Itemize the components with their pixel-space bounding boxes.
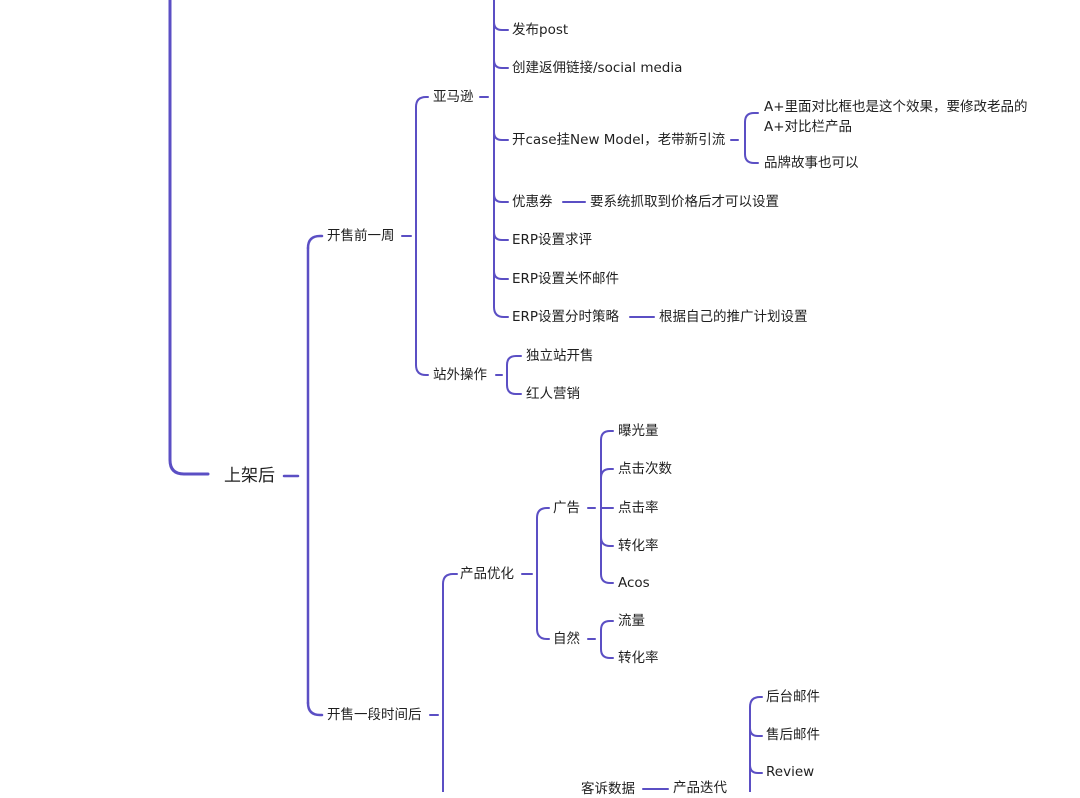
node-post-launch: 开售一段时间后 xyxy=(326,707,423,724)
productopt-children-branch-1 xyxy=(536,628,550,640)
amazon-branch-5 xyxy=(493,270,509,280)
node-aftersale-mail: 售后邮件 xyxy=(765,727,821,744)
node-influencer: 红人营销 xyxy=(525,386,581,403)
node-new-model: 开case挂New Model，老带新引流 xyxy=(511,132,727,149)
organic-children-branch-0 xyxy=(600,620,614,631)
node-clicks: 点击次数 xyxy=(617,461,673,478)
iteration-branch-0 xyxy=(749,696,763,792)
node-ads-cvr: 转化率 xyxy=(617,538,660,555)
amazon-branch-0 xyxy=(493,21,509,31)
prelaunch-children-branch-0 xyxy=(415,96,429,108)
iteration-branch-2 xyxy=(749,764,763,774)
node-affiliate-link: 创建返佣链接/social media xyxy=(511,60,684,77)
node-erp-care-mail: ERP设置关怀邮件 xyxy=(511,271,621,288)
amazon-branch-4 xyxy=(493,231,509,241)
node-publish-post: 发布post xyxy=(511,22,570,39)
node-aplus-compare-note: A+里面对比框也是这个效果，要修改老品的 A+对比栏产品 xyxy=(763,97,1035,137)
node-impressions: 曝光量 xyxy=(617,423,660,440)
node-pre-launch-week: 开售前一周 xyxy=(326,228,396,245)
node-customer-complaints: 客诉数据 xyxy=(580,781,636,798)
productopt-children-branch-0 xyxy=(536,507,550,519)
amazon-branch-last xyxy=(493,306,509,318)
offsite-children-branch-1 xyxy=(506,384,522,395)
node-offsite: 站外操作 xyxy=(432,367,488,384)
ads-children-branch-3 xyxy=(600,536,614,547)
node-erp-pricing: ERP设置分时策略 xyxy=(511,309,621,326)
node-organic-traffic: 流量 xyxy=(617,613,646,630)
node-ads: 广告 xyxy=(552,500,581,517)
amazon-branch-2 xyxy=(493,131,509,141)
node-organic: 自然 xyxy=(552,631,581,648)
root-children-branch-1 xyxy=(306,701,324,717)
node-root-after-listing: 上架后 xyxy=(221,465,278,487)
node-acos: Acos xyxy=(617,575,651,592)
node-brand-story: 品牌故事也可以 xyxy=(763,155,860,172)
node-product-iteration: 产品迭代 xyxy=(672,780,728,797)
ads-children-branch-0 xyxy=(600,430,614,441)
newmodel-notes-branch-1 xyxy=(744,153,759,164)
node-product-optimization: 产品优化 xyxy=(459,566,515,583)
node-backend-mail: 后台邮件 xyxy=(765,689,821,706)
node-amazon: 亚马逊 xyxy=(432,89,475,106)
newmodel-notes-branch-0 xyxy=(744,112,759,123)
node-dtc-site: 独立站开售 xyxy=(525,348,595,365)
postlaunch-spine xyxy=(442,573,458,792)
node-organic-cvr: 转化率 xyxy=(617,650,660,667)
ads-children-branch-1 xyxy=(600,468,614,479)
root-children-branch-0 xyxy=(306,234,324,250)
node-pricing-note: 根据自己的推广计划设置 xyxy=(658,309,809,326)
node-aplus-compare-line2: A+对比栏产品 xyxy=(764,119,853,135)
prelaunch-children-branch-1 xyxy=(415,364,429,376)
amazon-branch-3 xyxy=(493,193,509,203)
iteration-branch-1 xyxy=(749,727,763,737)
node-aplus-compare-line1: A+里面对比框也是这个效果，要修改老品的 xyxy=(764,99,1028,115)
ancestor-line xyxy=(168,0,210,476)
node-ctr: 点击率 xyxy=(617,500,660,517)
node-erp-review: ERP设置求评 xyxy=(511,232,594,249)
offsite-children-branch-0 xyxy=(506,355,522,366)
node-coupon: 优惠券 xyxy=(511,194,554,211)
node-coupon-note: 要系统抓取到价格后才可以设置 xyxy=(589,194,780,211)
ads-children-branch-4 xyxy=(600,573,614,584)
organic-children-branch-1 xyxy=(600,648,614,659)
amazon-branch-1 xyxy=(493,59,509,69)
node-review: Review xyxy=(765,764,816,781)
